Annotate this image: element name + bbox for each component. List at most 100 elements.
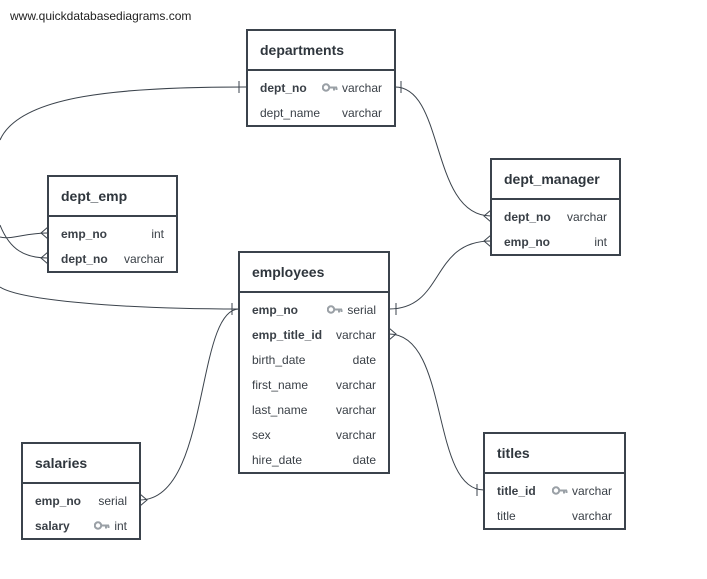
- field-name: hire_date: [252, 452, 303, 467]
- field-row[interactable]: birth_date date: [240, 347, 388, 372]
- field-type-label: varchar: [335, 377, 376, 392]
- key-icon: [551, 486, 568, 495]
- field-name: title_id: [497, 483, 536, 498]
- field-type-label: date: [352, 452, 376, 467]
- link-dept-emp-dept-no: [0, 224, 49, 259]
- field-name: emp_no: [35, 493, 82, 508]
- field-type: date: [353, 453, 376, 467]
- many-marker: [483, 234, 492, 248]
- field-row[interactable]: emp_no int: [49, 221, 176, 246]
- field-type-label: int: [151, 226, 164, 241]
- field-row[interactable]: dept_no varchar: [49, 246, 176, 271]
- field-name: first_name: [252, 377, 309, 392]
- field-type: varchar: [321, 80, 382, 95]
- field-type-label: int: [114, 518, 127, 533]
- entity-dept-emp[interactable]: dept_emp emp_no int dept_no varchar: [47, 175, 178, 273]
- entity-dept-manager[interactable]: dept_manager dept_no varchar emp_no int: [490, 158, 621, 256]
- field-type: int: [94, 519, 127, 533]
- entity-title: salaries: [23, 444, 139, 484]
- entity-title: dept_manager: [492, 160, 619, 200]
- many-marker: [483, 209, 492, 223]
- field-type-label: serial: [98, 493, 127, 508]
- many-marker: [40, 226, 49, 240]
- field-row[interactable]: emp_no int: [492, 229, 619, 254]
- field-type-label: varchar: [123, 251, 164, 266]
- field-list: emp_no serial salary int: [23, 484, 139, 538]
- field-name: title: [497, 508, 516, 523]
- field-type: varchar: [336, 328, 376, 342]
- entity-title: dept_emp: [49, 177, 176, 217]
- field-type: date: [353, 353, 376, 367]
- link-employees-dept-manager: [388, 240, 492, 310]
- field-type: varchar: [572, 509, 612, 523]
- entity-salaries[interactable]: salaries emp_no serial salary int: [21, 442, 141, 540]
- entity-title: titles: [485, 434, 624, 474]
- field-type-label: date: [352, 352, 376, 367]
- field-type: varchar: [551, 483, 612, 498]
- field-row[interactable]: last_name varchar: [240, 397, 388, 422]
- field-type-label: varchar: [341, 80, 382, 95]
- field-name: emp_no: [504, 234, 551, 249]
- field-type-label: varchar: [571, 483, 612, 498]
- many-marker: [40, 251, 49, 265]
- field-list: dept_no varchar emp_no int: [492, 200, 619, 254]
- field-row[interactable]: first_name varchar: [240, 372, 388, 397]
- field-type: varchar: [567, 210, 607, 224]
- field-row[interactable]: emp_no serial: [23, 488, 139, 513]
- field-type-label: varchar: [335, 327, 376, 342]
- link-departments-left: [0, 86, 247, 141]
- field-row[interactable]: title varchar: [485, 503, 624, 528]
- link-employees-salaries: [139, 308, 240, 501]
- field-name: salary: [35, 518, 70, 533]
- field-type: varchar: [124, 252, 164, 266]
- link-departments-dept-manager: [394, 86, 492, 217]
- key-icon: [321, 83, 338, 92]
- field-type: int: [594, 235, 607, 249]
- field-type-label: varchar: [566, 209, 607, 224]
- key-icon: [327, 305, 343, 314]
- many-marker: [139, 493, 148, 507]
- key-icon: [94, 521, 110, 530]
- field-type: varchar: [336, 428, 376, 442]
- link-employees-titles: [388, 333, 485, 491]
- field-type-label: varchar: [341, 105, 382, 120]
- field-type: serial: [98, 494, 127, 508]
- link-employees-left: [0, 286, 240, 310]
- field-type: varchar: [336, 403, 376, 417]
- entity-title: departments: [248, 31, 394, 71]
- field-list: emp_no int dept_no varchar: [49, 217, 176, 271]
- field-name: dept_no: [61, 251, 108, 266]
- field-name: dept_no: [504, 209, 551, 224]
- field-name: last_name: [252, 402, 308, 417]
- field-row[interactable]: dept_no varchar: [492, 204, 619, 229]
- watermark-text: www.quickdatabasediagrams.com: [10, 9, 192, 23]
- field-type-label: varchar: [335, 402, 376, 417]
- field-name: birth_date: [252, 352, 306, 367]
- field-row[interactable]: sex varchar: [240, 422, 388, 447]
- field-type: serial: [327, 303, 376, 317]
- many-marker: [388, 327, 397, 341]
- field-type: varchar: [342, 106, 382, 120]
- field-row[interactable]: emp_no serial: [240, 297, 388, 322]
- field-name: emp_no: [61, 226, 108, 241]
- field-row[interactable]: salary int: [23, 513, 139, 538]
- field-type: int: [151, 227, 164, 241]
- field-type-label: serial: [347, 302, 376, 317]
- field-name: sex: [252, 427, 271, 442]
- field-type: varchar: [336, 378, 376, 392]
- field-type-label: varchar: [571, 508, 612, 523]
- field-row[interactable]: title_id varchar: [485, 478, 624, 503]
- field-row[interactable]: dept_no varchar: [248, 75, 394, 100]
- field-name: dept_no: [260, 80, 307, 95]
- field-name: emp_no: [252, 302, 299, 317]
- field-row[interactable]: hire_date date: [240, 447, 388, 472]
